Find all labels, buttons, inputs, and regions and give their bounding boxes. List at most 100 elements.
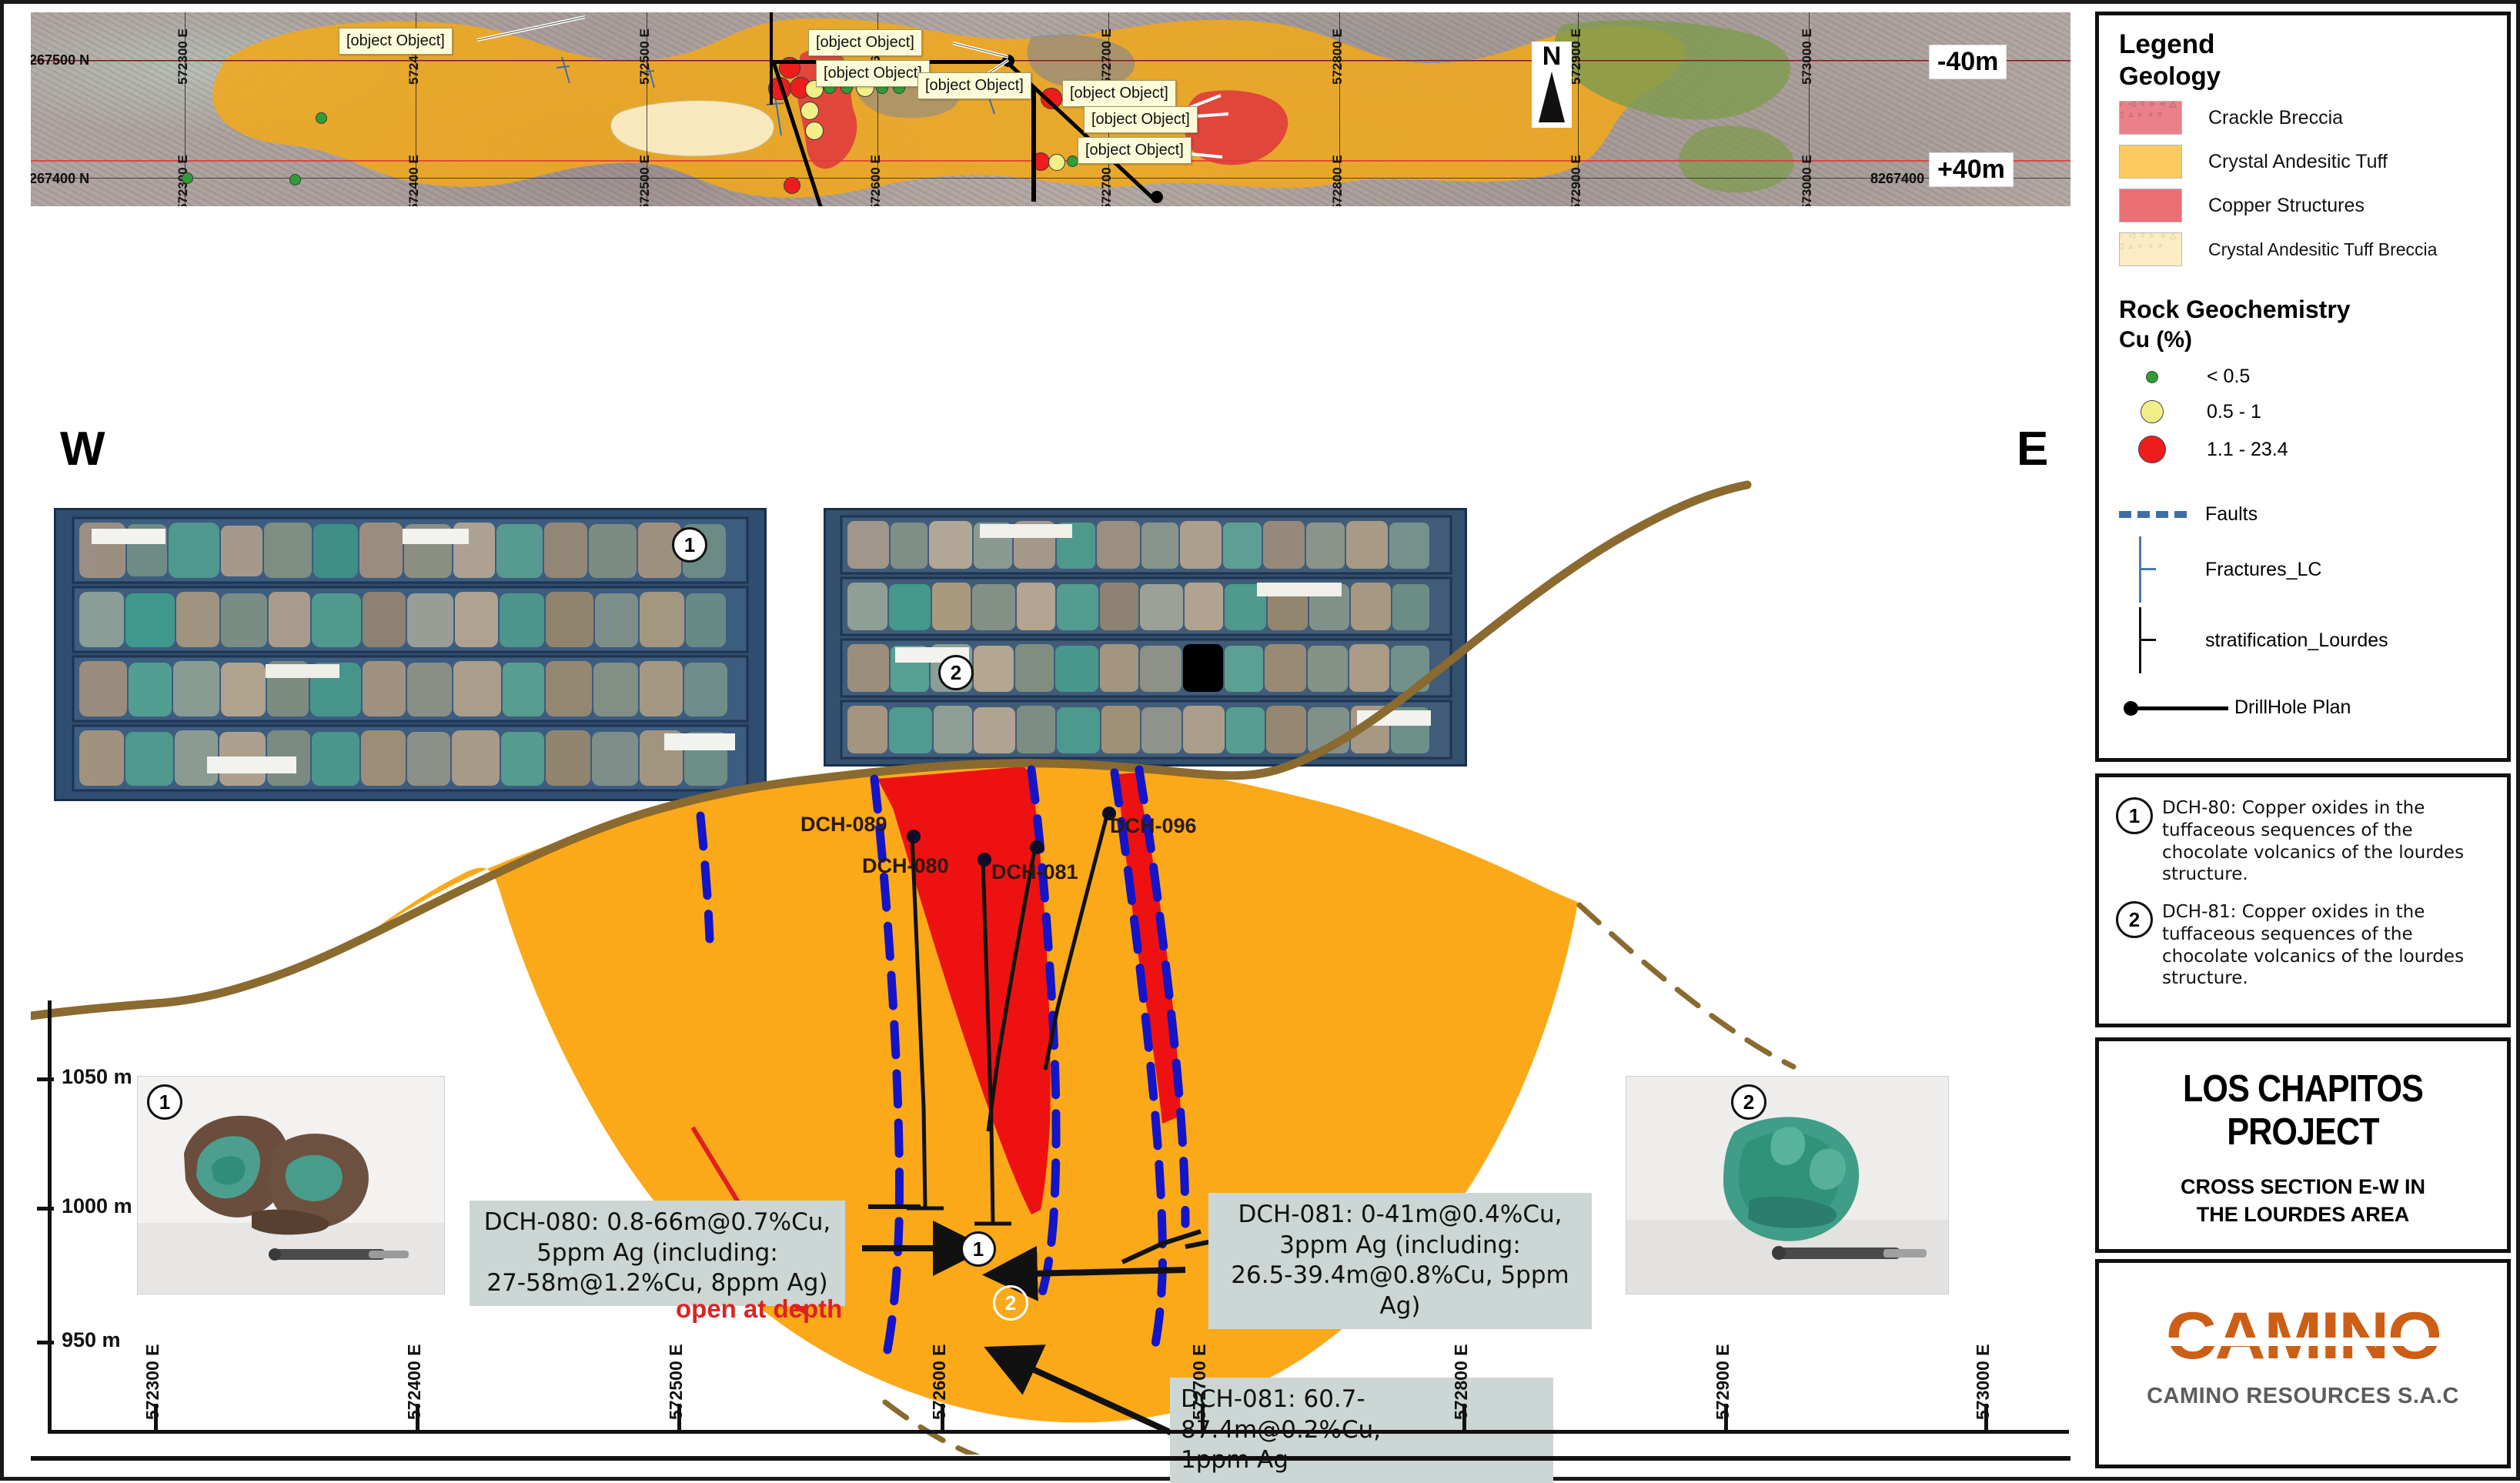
xs-drillhole-collar-dot <box>978 853 991 867</box>
xs-marker-2: 2 <box>993 1285 1028 1321</box>
cu-dot-high-icon <box>2138 436 2166 464</box>
easting-axis-label: 573000 E <box>1973 1344 1993 1420</box>
legend-label: Crystal Andesitic Tuff Breccia <box>2208 239 2438 259</box>
easting-axis-baseline <box>31 1456 2070 1461</box>
section-subtitle-line2: THE LOURDES AREA <box>2196 1202 2410 1226</box>
map-drillhole-tag: [object Object] <box>339 28 453 55</box>
cu-dot-low-icon <box>2146 370 2158 383</box>
north-arrow-glyph <box>1539 72 1565 122</box>
map-poly-green-2 <box>1679 125 1794 193</box>
easting-tick <box>1984 1404 1988 1431</box>
legend-geochem-heading: Rock Geochemistry <box>2119 296 2351 324</box>
elevation-label-950: 950 m <box>62 1328 121 1351</box>
xs-drillhole-label-dch080: DCH-080 <box>862 854 949 877</box>
rock-sample-photo-2: 2 <box>1626 1076 1949 1294</box>
map-depth-marker-bottom: +40m <box>1929 152 2014 187</box>
note-number-2: 2 <box>2116 901 2153 938</box>
map-depth-marker-top: -40m <box>1929 45 2007 79</box>
xs-bedding-dashed-upper <box>1576 902 1796 1070</box>
xs-fault-east-2 <box>1135 765 1190 1228</box>
geochem-dot-mid <box>800 102 819 120</box>
map-drillhole-tag: [object Object] <box>917 72 1031 99</box>
rock-sample-photo-1: 1 <box>137 1076 445 1294</box>
xs-callout-arrows <box>690 1126 1187 1442</box>
legend-symbol-faults: Faults <box>2119 503 2507 526</box>
rock-sample-1-marker: 1 <box>147 1084 182 1120</box>
project-title: LOS CHAPITOS PROJECT <box>2182 1068 2424 1153</box>
legend-item-crystal-andesitic-tuff: Crystal Andesitic Tuff <box>2119 145 2507 179</box>
legend-label: Copper Structures <box>2208 194 2365 216</box>
core-photo-marker-2: 2 <box>938 655 974 690</box>
xs-drillhole-traces <box>910 812 1110 1224</box>
xs-unit-copper-structure-sliver <box>1118 773 1181 1124</box>
symbol-label: Faults <box>2205 503 2258 526</box>
drillhole-trace <box>1031 86 1036 202</box>
xs-drillhole-collar-dot <box>1102 807 1116 820</box>
elevation-tick <box>37 1207 54 1211</box>
legend-label: Crackle Breccia <box>2208 106 2344 129</box>
map-gridline-h <box>31 60 2070 61</box>
section-subtitle-line1: CROSS SECTION E-W IN <box>2180 1175 2425 1198</box>
callout-dch081-upper: DCH-081: 0-41m@0.4%Cu, 3ppm Ag (includin… <box>1208 1193 1592 1329</box>
map-gridline-v <box>1578 12 1579 206</box>
geochem-dot-mid <box>1048 154 1065 171</box>
legend-item-crackle-breccia: Crackle Breccia <box>2119 101 2507 135</box>
symbol-label: Fractures_LC <box>2205 558 2322 580</box>
xs-fault-far-west <box>696 811 714 944</box>
easting-axis-label: 572600 E <box>929 1344 949 1420</box>
geochem-dot-mid <box>805 122 824 140</box>
geochem-dot-low <box>316 112 327 124</box>
callout-dch081-upper-line2: 3ppm Ag (including: <box>1279 1231 1521 1259</box>
north-arrow-letter: N <box>1542 42 1562 71</box>
section-subtitle: CROSS SECTION E-W IN THE LOURDES AREA <box>2099 1174 2507 1228</box>
xs-bedding-dashed-lower <box>882 1399 981 1455</box>
cu-class-label: < 0.5 <box>2207 366 2251 388</box>
xs-topography-line <box>31 480 1752 1020</box>
map-section-line-north <box>31 60 2070 62</box>
core-photo-tray-2: 2 <box>824 508 1467 767</box>
swatch-crystal-andesitic-tuff <box>2119 145 2182 179</box>
elevation-tick <box>37 1077 54 1081</box>
xs-marker-1: 1 <box>961 1231 996 1267</box>
symbol-label: DrillHole Plan <box>2234 696 2351 719</box>
drillhole-plan-icon <box>2119 698 2234 718</box>
geochem-dot-low <box>289 174 301 185</box>
callout-dch080-line2: 5ppm Ag (including: <box>536 1238 778 1267</box>
xs-unit-copper-structure <box>877 767 1051 1214</box>
map-northing-label-right: 8267400 N <box>1870 171 1939 186</box>
fault-line-icon <box>2119 511 2187 519</box>
map-drillhole-tag: [object Object] <box>1078 137 1191 164</box>
note-item-2: 2 DCH-81: Copper oxides in the tuffaceou… <box>2116 901 2492 990</box>
stratification-symbol-cell <box>2119 607 2196 674</box>
map-poly-copper-east <box>1184 90 1288 165</box>
map-drillhole-tag: [object Object] <box>808 29 922 56</box>
logo-panel: CAMINO CAMINO RESOURCES S.A.C <box>2095 1259 2511 1468</box>
xs-fault-west <box>870 774 904 1367</box>
callout-dch081-upper-line1: DCH-081: 0-41m@0.4%Cu, <box>1238 1201 1562 1228</box>
legend-label: Crystal Andesitic Tuff <box>2208 150 2388 172</box>
easting-axis <box>48 1430 2069 1434</box>
cu-dot-mid-icon <box>2141 400 2164 424</box>
easting-tick <box>1462 1404 1466 1431</box>
legend-cu-class-high: 1.1 - 23.4 <box>2119 436 2507 464</box>
elevation-axis <box>48 1000 52 1431</box>
map-northing-label: 8267500 N <box>31 52 90 68</box>
easting-tick <box>941 1404 944 1431</box>
west-label: W <box>60 423 105 476</box>
easting-tick <box>416 1404 419 1431</box>
easting-axis-label: 572300 E <box>142 1344 162 1420</box>
core-photo-tray-1: 1 <box>54 508 767 801</box>
easting-axis-label: 572800 E <box>1451 1344 1471 1420</box>
geochem-dot-high <box>1041 88 1062 109</box>
cu-dot-cell <box>2119 400 2185 424</box>
cu-dot-cell <box>2119 370 2185 383</box>
easting-axis-label: 572400 E <box>404 1344 424 1420</box>
open-at-depth-label: open at depth <box>676 1294 843 1323</box>
note-text-1: DCH-80: Copper oxides in the tuffaceous … <box>2162 798 2465 885</box>
symbol-label: stratification_Lourdes <box>2205 629 2388 651</box>
cross-section: DCH-089 DCH-080 DCH-081 DCH-096 1 2 DCH-… <box>31 431 2070 1483</box>
legend-heading: Legend <box>2119 29 2215 59</box>
map-gridline-v <box>1809 12 1810 206</box>
right-side-panel: Legend Geology Crackle Breccia Crystal A… <box>2095 8 2511 1468</box>
map-tag-leaders <box>476 15 1229 159</box>
